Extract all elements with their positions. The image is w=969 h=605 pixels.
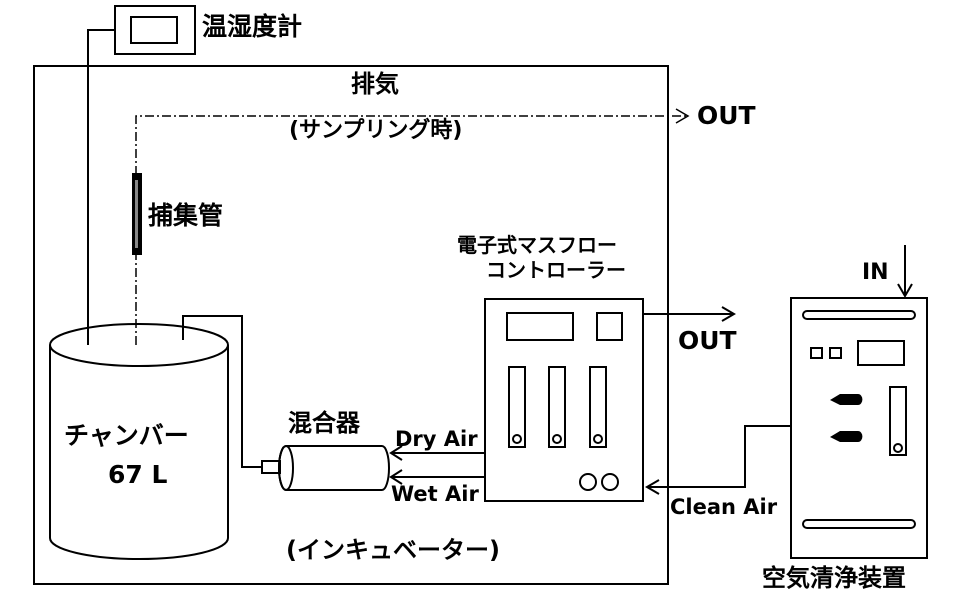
flowmeter-2 [548,366,566,448]
hygrometer-box [114,5,196,55]
purifier-display [857,340,905,366]
hygrometer-label: 温湿度計 [202,12,303,41]
mfc-small-display [596,312,623,341]
trap-tube-highlight [135,180,138,248]
out-top-label: OUT [697,101,756,130]
mfc-display [506,312,574,341]
purifier-bottom-slot [802,519,916,529]
dry-air-label: Dry Air [395,427,478,451]
chamber-top-front [49,344,229,367]
exhaust-arrowhead [675,108,690,124]
exhaust-label: 排気 [351,70,399,98]
air-purifier-label: 空気清浄装置 [762,564,906,592]
out-mid-label: OUT [678,326,737,355]
in-label: IN [862,260,889,285]
hygrometer-display [130,16,178,44]
clean-air-arrowhead [645,479,660,495]
incubator-box [33,65,669,585]
flowmeter-3-ball [593,434,603,444]
mfc-box [484,298,644,502]
flowmeter-2-ball [552,434,562,444]
wet-air-arrowhead [389,469,403,485]
incubator-label: (インキュベーター) [286,536,500,564]
trap-label: 捕集管 [148,201,224,230]
chamber-inlet-tube [182,315,262,468]
chamber-cylinder [49,323,229,560]
air-purifier-box [790,297,928,559]
wet-air-label: Wet Air [391,482,479,506]
mfc-out-arrowhead [721,306,736,322]
clean-air-label: Clean Air [670,495,778,519]
flowmeter-3 [589,366,607,448]
flowmeter-1 [508,366,526,448]
purifier-top-slot [802,310,916,320]
mfc-knob-2 [601,473,619,491]
purifier-arrow-2 [830,431,863,443]
mfc-label-line2: コントローラー [486,258,626,282]
flowmeter-1-ball [512,434,522,444]
purifier-button-2 [829,347,842,359]
in-arrowhead [897,283,913,298]
purifier-button-1 [810,347,823,359]
purifier-flowmeter-ball [893,443,903,453]
chamber-label: チャンバー [64,421,189,450]
mfc-label-line1: 電子式マスフロー [457,233,617,257]
mfc-knob-1 [579,473,597,491]
dry-air-arrowhead [389,445,403,461]
mixer-nozzle [261,460,281,474]
clean-air-line [648,425,791,488]
chamber-volume-label: 67 L [108,460,168,489]
sampling-label: (サンプリング時) [289,118,463,143]
purifier-flowmeter [889,386,907,456]
purifier-arrow-1 [830,394,863,405]
hygrometer-wire [87,29,115,345]
exhaust-line [135,115,686,345]
mixer-end [278,445,294,491]
mixer-body [278,445,390,491]
mixer-label: 混合器 [288,409,360,437]
